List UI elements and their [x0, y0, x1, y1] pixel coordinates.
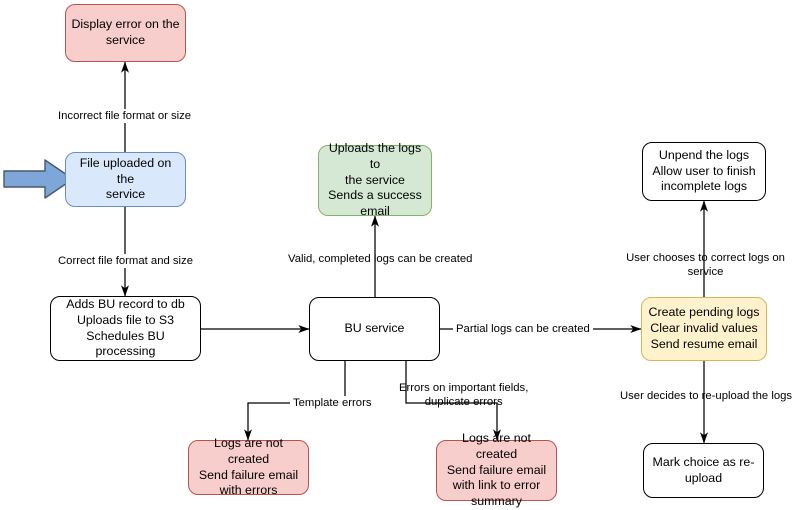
node-logs-not-created-2[interactable]: Logs are not created Send failure email … — [436, 431, 557, 508]
edge-important-errors — [405, 361, 502, 441]
node-mark-reupload-label: Mark choice as re- upload — [652, 454, 755, 485]
node-mark-reupload[interactable]: Mark choice as re- upload — [643, 443, 764, 498]
node-display-error-label: Display error on the service — [71, 17, 180, 47]
node-uploads-logs-label: Uploads the logs to the service Sends a … — [328, 140, 422, 219]
node-logs-not-created-2-label: Logs are not created Send failure email … — [446, 430, 547, 509]
node-display-error[interactable]: Display error on the service — [65, 4, 186, 62]
edge-label-user-reuploads: User decides to re-upload the logs — [620, 390, 793, 402]
edge-label-important-errors: Errors on important fields, duplicate er… — [399, 382, 529, 409]
node-create-pending-label: Create pending logs Clear invalid values… — [648, 305, 760, 351]
edge-label-correct-format: Correct file format and size — [55, 254, 196, 269]
node-adds-bu-record-label: Adds BU record to db Uploads file to S3 … — [66, 296, 185, 359]
node-bu-service[interactable]: BU service — [309, 297, 440, 361]
node-uploads-logs[interactable]: Uploads the logs to the service Sends a … — [318, 141, 432, 218]
edge-label-partial-logs: Partial logs can be created — [453, 322, 593, 337]
entry-arrow-icon — [3, 159, 74, 199]
node-create-pending[interactable]: Create pending logs Clear invalid values… — [641, 297, 767, 361]
edge-label-valid-complete: Valid, completed logs can be created — [288, 253, 473, 265]
node-unpend-logs[interactable]: Unpend the logs Allow user to finish inc… — [642, 142, 766, 201]
edge-label-incorrect-format: Incorrect file format or size — [55, 109, 195, 124]
node-logs-not-created-1[interactable]: Logs are not created Send failure email … — [188, 436, 309, 497]
edge-label-template-errors: Template errors — [290, 396, 375, 411]
node-file-uploaded[interactable]: File uploaded on the service — [65, 152, 186, 207]
node-file-uploaded-label: File uploaded on the service — [79, 155, 172, 202]
edge-label-user-corrects: User chooses to correct logs on service — [626, 252, 785, 279]
node-bu-service-label: BU service — [344, 321, 405, 336]
node-logs-not-created-1-label: Logs are not created Send failure email … — [198, 435, 299, 498]
node-adds-bu-record[interactable]: Adds BU record to db Uploads file to S3 … — [50, 296, 201, 361]
node-unpend-logs-label: Unpend the logs Allow user to finish inc… — [652, 147, 756, 194]
